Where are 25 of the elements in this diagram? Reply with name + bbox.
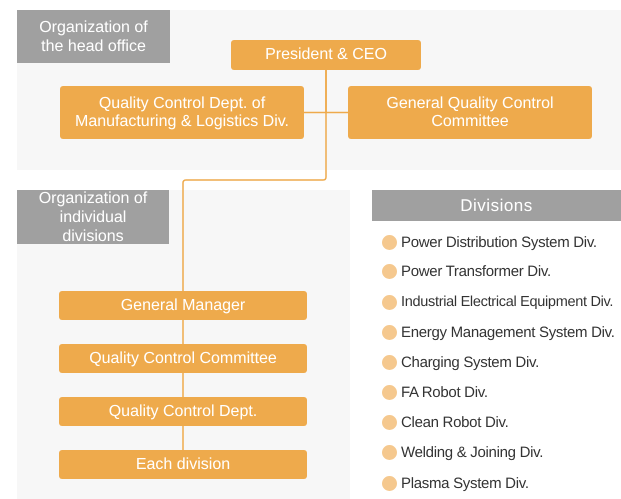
division-name: Welding & Joining Div. bbox=[401, 444, 544, 460]
org-unit-box: General Quality Control Committee bbox=[348, 86, 592, 139]
org-unit-box: General Manager bbox=[59, 291, 307, 320]
org-unit-box: Quality Control Dept. bbox=[59, 397, 307, 426]
section-panel bbox=[17, 190, 350, 499]
org-unit-box: President & CEO bbox=[231, 40, 421, 70]
section-heading: Organization of individual divisions bbox=[17, 190, 169, 244]
org-unit-box: Each division bbox=[59, 450, 307, 479]
division-name: Industrial Electrical Equipment Div. bbox=[401, 294, 614, 310]
org-unit-box: Quality Control Committee bbox=[59, 344, 307, 373]
division-name: Charging System Div. bbox=[401, 354, 539, 370]
division-name: Power Distribution System Div. bbox=[401, 234, 597, 250]
section-panel bbox=[17, 10, 621, 170]
division-name: Plasma System Div. bbox=[401, 474, 529, 492]
division-name: Clean Robot Div. bbox=[401, 414, 508, 430]
division-name: FA Robot Div. bbox=[401, 384, 488, 400]
division-name: Power Transformer Div. bbox=[401, 262, 551, 280]
connector-line bbox=[182, 373, 184, 397]
division-name: Energy Management System Div. bbox=[401, 324, 615, 340]
connector-line bbox=[182, 320, 184, 344]
org-unit-box: Quality Control Dept. of Manufacturing & Logistics Div. bbox=[60, 86, 304, 139]
section-heading: Organization of the head office bbox=[17, 10, 170, 63]
list-header: Divisions bbox=[372, 190, 621, 221]
connector-line bbox=[182, 426, 184, 450]
connector-line bbox=[182, 70, 327, 291]
